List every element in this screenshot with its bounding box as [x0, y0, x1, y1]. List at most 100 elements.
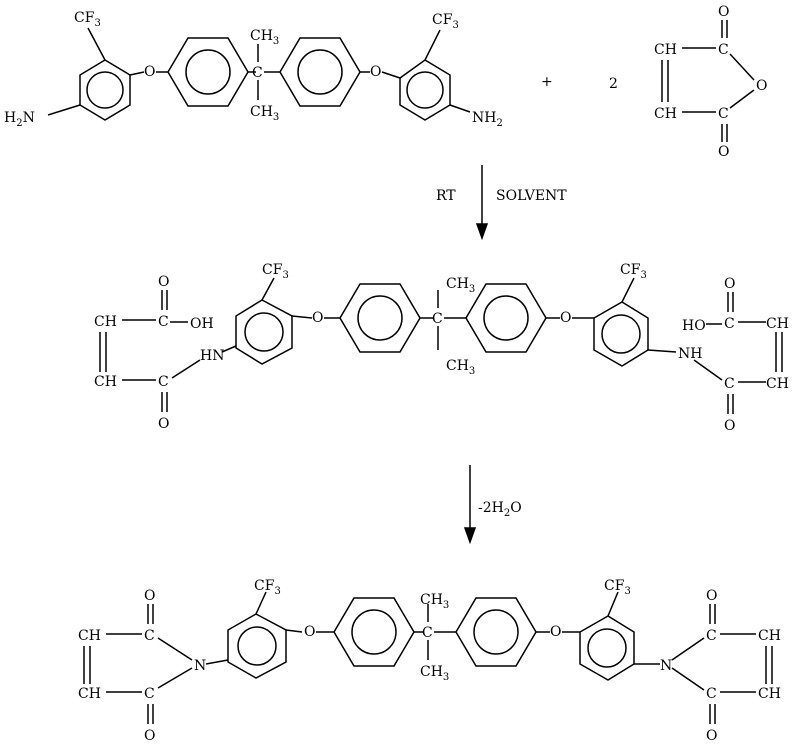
carbonyl-carbon: C [724, 316, 735, 332]
bismaleimide-product: CH CH C C O O N CF3 O C CH3 CH3 [78, 578, 781, 744]
aromatic-circle [587, 628, 627, 668]
benzene-ring [579, 615, 635, 681]
ch-label: CH [766, 316, 789, 332]
benzene-ring [399, 59, 451, 121]
reaction-arrow-step2: -2H2O [463, 465, 522, 545]
carbonyl-carbon: C [158, 374, 169, 390]
carbonyl-carbon: C [718, 42, 729, 58]
condition-label: -2H2O [478, 500, 522, 519]
aromatic-circle [601, 314, 641, 354]
ch-label: CH [78, 686, 101, 702]
bond [205, 659, 229, 665]
aromatic-circle [244, 312, 284, 352]
stoichiometric-coefficient: 2 [609, 76, 618, 92]
plus-sign: + [541, 74, 553, 90]
cf3-label: CF3 [432, 12, 459, 31]
aromatic-circle [406, 71, 444, 109]
carbonyl-carbon: C [158, 314, 169, 330]
benzene-ring [455, 597, 537, 667]
methyl-label: CH3 [250, 28, 279, 47]
oxygen-label: O [158, 274, 169, 290]
aromatic-circle [357, 295, 403, 341]
ch-label: CH [758, 628, 781, 644]
oxygen-label: O [756, 78, 767, 94]
bond [671, 637, 705, 661]
benzene-ring [227, 613, 287, 679]
methyl-label: CH3 [420, 664, 449, 683]
benzene-ring [333, 597, 415, 667]
cf3-label: CF3 [254, 578, 281, 597]
ether-oxygen: O [144, 64, 155, 80]
oxygen-label: O [144, 588, 155, 604]
oxygen-label: O [706, 588, 717, 604]
bond [647, 349, 677, 353]
oxygen-label: O [144, 728, 155, 744]
quaternary-carbon: C [252, 65, 263, 81]
aromatic-circle [351, 609, 397, 655]
oxygen-label: O [718, 144, 729, 160]
methyl-label: CH3 [250, 104, 279, 123]
aromatic-circle [297, 49, 343, 95]
carbonyl-carbon: C [144, 628, 155, 644]
amide-nh-label: NH [678, 346, 702, 362]
bond [729, 89, 755, 109]
condition-label: RT [436, 188, 456, 204]
ch-label: CH [758, 686, 781, 702]
bond [424, 29, 441, 61]
carbonyl-carbon: C [706, 628, 717, 644]
aromatic-circle [473, 609, 519, 655]
bond [221, 345, 237, 353]
bond [449, 104, 471, 113]
amic-acid-intermediate: CH CH C C O OH O HN CF3 O C CH3 CH3 [94, 262, 789, 434]
imide-nitrogen: N [194, 658, 206, 674]
ch-label: CH [94, 314, 117, 330]
bond [621, 277, 635, 303]
benzene-ring [593, 301, 649, 367]
carbonyl-carbon: C [724, 376, 735, 392]
oxygen-label: O [706, 728, 717, 744]
benzene-ring [167, 37, 249, 107]
oxygen-label: O [718, 4, 729, 20]
reaction-arrow-step1: RT SOLVENT [436, 165, 567, 241]
bond [729, 53, 755, 81]
ch-label: CH [654, 106, 677, 122]
carbonyl-carbon: C [706, 686, 717, 702]
ether-oxygen: O [304, 624, 315, 640]
aromatic-circle [483, 295, 529, 341]
hydroxyl-label: OH [190, 316, 214, 332]
bond [693, 359, 723, 381]
arrow-head [475, 223, 489, 241]
aromatic-circle [185, 49, 231, 95]
maleic-anhydride: CH CH C C O O O [654, 4, 767, 160]
ether-oxygen: O [370, 64, 381, 80]
methyl-label: CH3 [420, 592, 449, 611]
carbonyl-carbon: C [144, 686, 155, 702]
ch-label: CH [766, 376, 789, 392]
oxygen-label: O [724, 276, 735, 292]
cf3-label: CF3 [262, 262, 289, 281]
ch-label: CH [78, 628, 101, 644]
condition-label: SOLVENT [496, 188, 567, 204]
methyl-label: CH3 [446, 358, 475, 377]
benzene-ring [339, 283, 421, 353]
amine-label: NH2 [472, 110, 503, 129]
quaternary-carbon: C [432, 311, 443, 327]
benzene-ring [465, 283, 547, 353]
bond [285, 629, 303, 633]
carbonyl-carbon: C [718, 106, 729, 122]
bond [607, 591, 619, 617]
aromatic-circle [86, 71, 124, 109]
methyl-label: CH3 [446, 276, 475, 295]
quaternary-carbon: C [422, 625, 433, 641]
benzene-ring [279, 37, 361, 107]
cf3-label: CF3 [604, 578, 631, 597]
bond [255, 591, 267, 615]
aromatic-circle [237, 626, 277, 666]
bond [87, 27, 106, 61]
bond [157, 667, 193, 689]
cf3-label: CF3 [74, 10, 101, 29]
bond [129, 71, 145, 76]
ch-label: CH [94, 374, 117, 390]
hydroxyl-label: HO [682, 318, 706, 334]
